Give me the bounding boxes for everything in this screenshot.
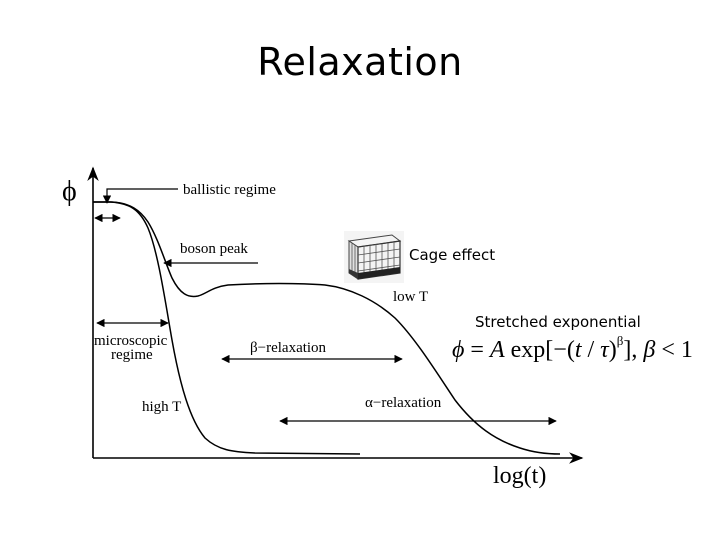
low-t-curve [93, 201, 561, 455]
cage-icon [344, 231, 404, 283]
x-axis-label: log(t) [493, 463, 546, 489]
high-t-curve [93, 201, 361, 455]
alpha-relaxation-label: α−relaxation [365, 395, 442, 411]
stretched-exponential-formula: ϕ = A exp[−(t / τ)β], β < 1 [452, 333, 693, 364]
beta-relaxation-label: β−relaxation [250, 340, 327, 356]
slide-title: Relaxation [257, 40, 463, 84]
formula-beta-exponent: β [616, 333, 624, 348]
formula-exp: exp[−( [504, 337, 575, 363]
formula-phi: ϕ [452, 337, 465, 363]
formula-lt: < 1 [655, 337, 693, 363]
y-axis-label: ϕ [62, 176, 77, 207]
ballistic-pointer [102, 188, 178, 204]
formula-tail: ], [623, 337, 644, 363]
low-t-label: low T [393, 289, 428, 305]
formula-eq: = [464, 337, 490, 363]
microscopic-label-line1: microscopic [94, 333, 168, 349]
microscopic-label-line2: regime [111, 347, 153, 363]
high-t-label: high T [142, 399, 181, 415]
stretched-exponential-caption: Stretched exponential [475, 313, 641, 331]
cage-effect-caption: Cage effect [409, 246, 496, 264]
boson-peak-label: boson peak [180, 241, 248, 257]
formula-slash: / [581, 337, 601, 363]
formula-t: t [574, 337, 582, 363]
formula-close: ) [608, 337, 617, 363]
formula-beta: β [643, 337, 656, 363]
formula-amplitude: A [489, 337, 505, 363]
formula-tau: τ [600, 337, 609, 363]
ballistic-label: ballistic regime [183, 182, 276, 198]
